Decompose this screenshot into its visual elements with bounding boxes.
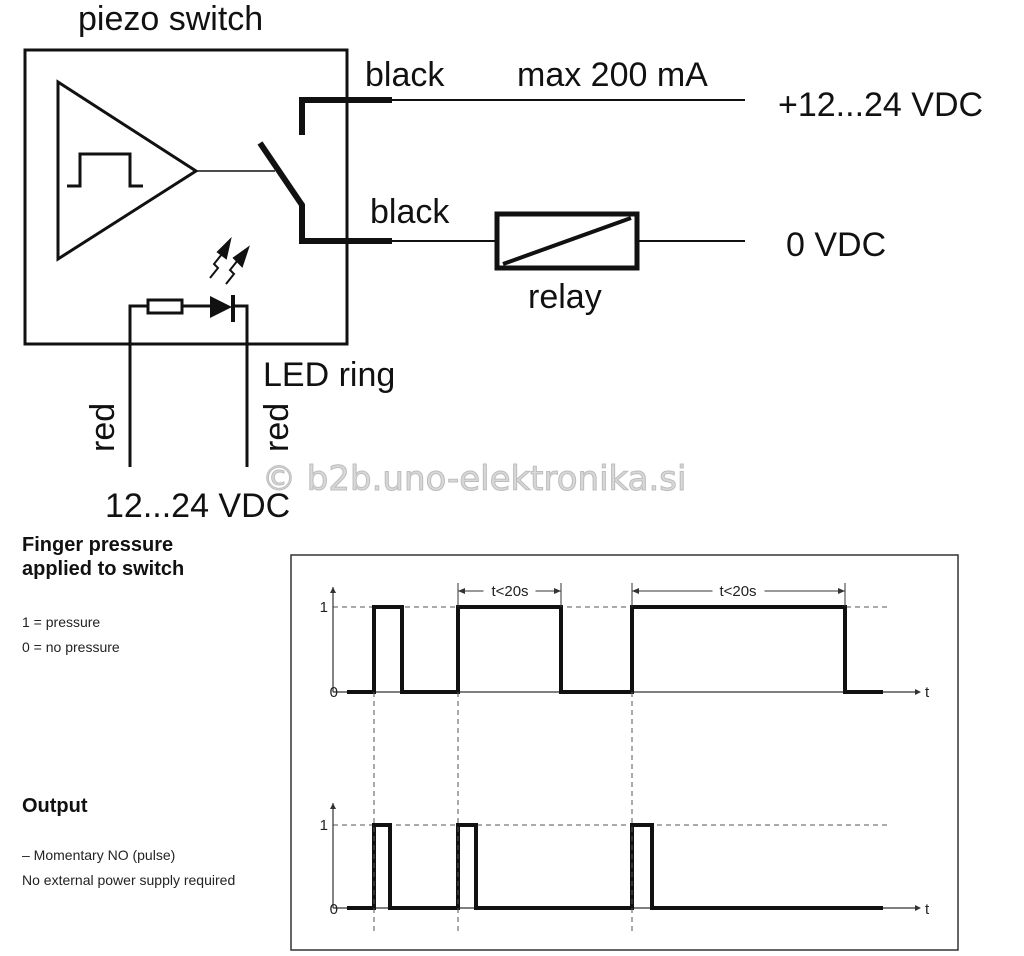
pressure-y-label-0: 0 xyxy=(330,684,338,701)
watermark: © b2b.uno-elektronika.si xyxy=(262,459,686,499)
led-wire-left-label: red xyxy=(84,403,122,452)
switch-contact-icon xyxy=(257,97,392,244)
output-desc-1: – Momentary NO (pulse) xyxy=(22,847,175,863)
time-axis-arrow xyxy=(915,689,921,695)
relay-label: relay xyxy=(528,278,602,316)
led-ring-label: LED ring xyxy=(263,356,395,394)
supply-zero-label: 0 VDC xyxy=(786,226,886,264)
pressure-y-label-1: 1 xyxy=(320,599,328,616)
pressure-title-1: Finger pressure xyxy=(22,534,173,556)
led-diode-icon xyxy=(210,295,235,322)
pressure-one-legend: 1 = pressure xyxy=(22,614,100,630)
pressure-x-label: t xyxy=(925,684,930,701)
output-x-label: t xyxy=(925,901,930,918)
dimension-arrow xyxy=(632,588,639,594)
light-emission-icon xyxy=(209,236,250,285)
value-axis-arrow xyxy=(330,803,336,809)
signal-pressure xyxy=(347,605,883,694)
switch-housing xyxy=(23,48,349,346)
resistor-icon xyxy=(146,298,184,315)
wire-label-bottom: black xyxy=(370,193,450,231)
led-supply-label: 12...24 VDC xyxy=(105,487,290,525)
amplifier-icon xyxy=(56,79,199,262)
supply-positive-label: +12...24 VDC xyxy=(778,86,983,124)
value-axis-arrow xyxy=(330,587,336,593)
output-y-label-1: 1 xyxy=(320,817,328,834)
time-axis-arrow xyxy=(915,905,921,911)
timing-diagram-frame xyxy=(290,554,959,951)
output-desc-2: No external power supply required xyxy=(22,872,235,888)
dimension-arrow xyxy=(838,588,845,594)
output-title: Output xyxy=(22,795,88,817)
pressure-zero-legend: 0 = no pressure xyxy=(22,639,120,655)
dimension-label-bg xyxy=(483,581,536,601)
output-y-label-0: 0 xyxy=(330,901,338,918)
timing-chart xyxy=(330,581,921,933)
wire-label-top: black xyxy=(365,56,445,94)
diagram-title: piezo switch xyxy=(78,0,263,38)
relay-icon xyxy=(494,211,640,271)
led-wire-right-label: red xyxy=(258,403,296,452)
dimension-label-bg xyxy=(712,581,765,601)
max-current-label: max 200 mA xyxy=(517,56,708,94)
dimension-arrow xyxy=(554,588,561,594)
dimension-arrow xyxy=(458,588,465,594)
signal-output xyxy=(347,823,883,910)
duration-label-2: t<20s xyxy=(719,583,756,600)
pressure-title-2: applied to switch xyxy=(22,558,184,580)
led-circuit xyxy=(128,304,249,467)
duration-label-1: t<20s xyxy=(491,583,528,600)
